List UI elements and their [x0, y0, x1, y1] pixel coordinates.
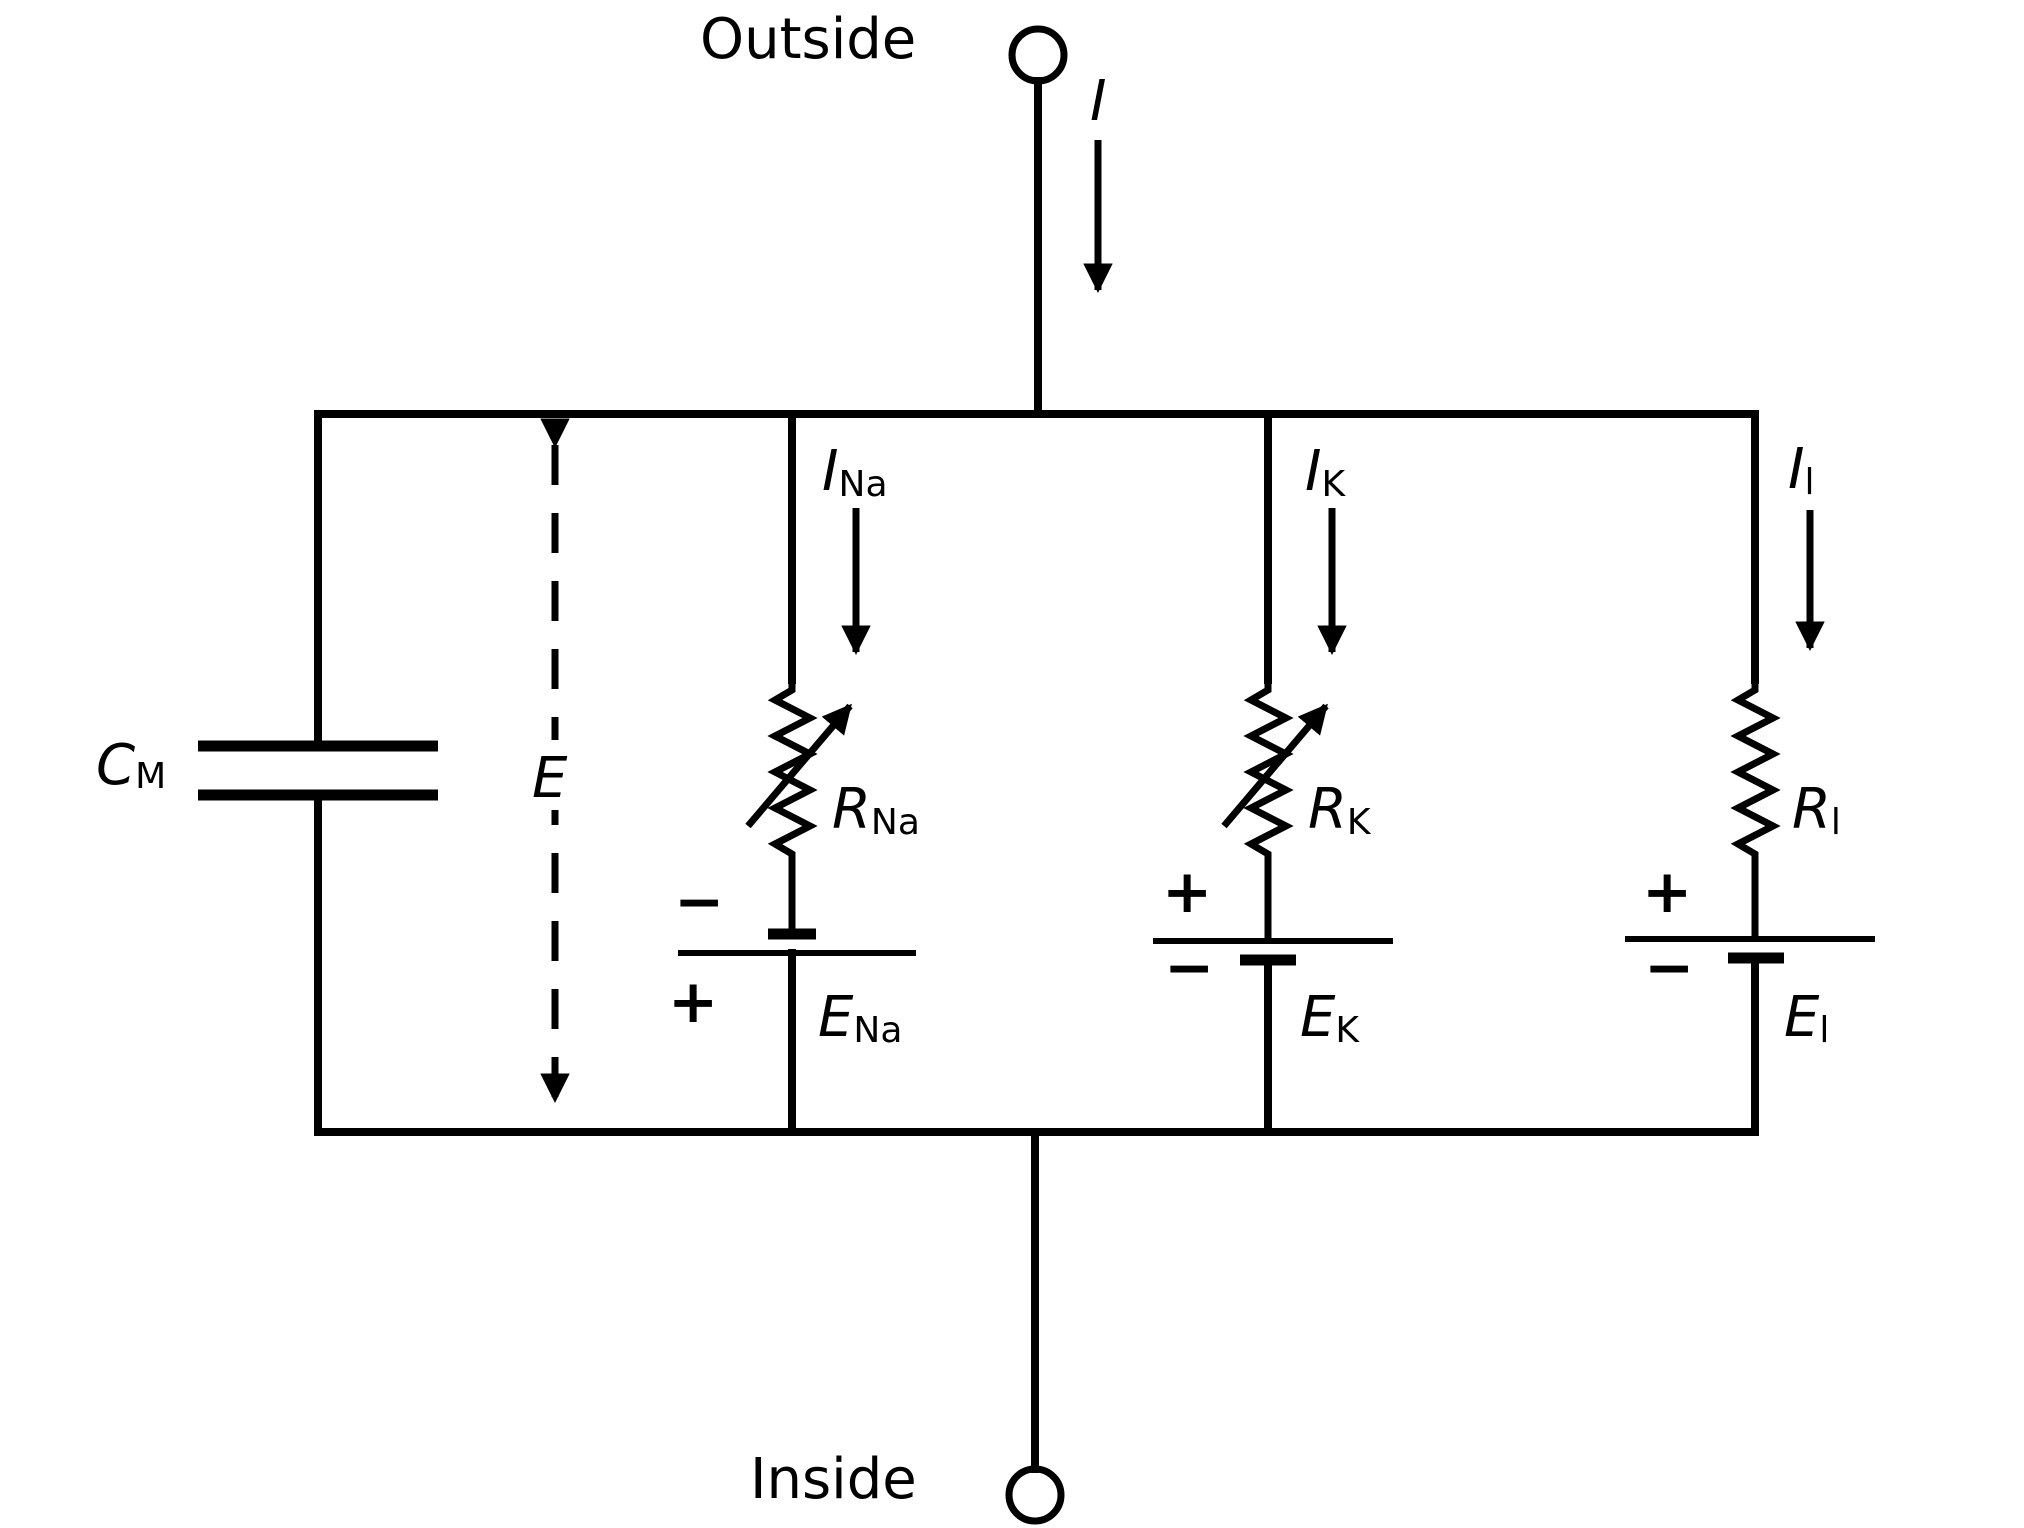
sodium-variable-arrow — [745, 703, 853, 829]
sodium-current-label: INa — [822, 439, 888, 505]
voltage-label-bg — [525, 740, 585, 810]
potassium-current-label: IK — [1305, 439, 1347, 505]
leakage-resistor-label: Rl — [1792, 777, 1841, 843]
leakage-branch — [1625, 410, 1875, 1136]
leakage-resistor — [1730, 680, 1781, 939]
leakage-plus-sign: + — [1642, 857, 1692, 927]
potassium-variable-arrow — [1221, 703, 1329, 829]
sodium-branch — [678, 410, 916, 1136]
potassium-resistor — [1243, 680, 1294, 943]
leakage-battery-label: El — [1784, 985, 1829, 1051]
potassium-plus-sign: + — [1162, 857, 1212, 927]
sodium-resistor — [767, 680, 818, 930]
total-current-label: I — [1090, 69, 1107, 134]
outside-label: Outside — [700, 7, 916, 72]
sodium-battery-label: ENa — [818, 985, 902, 1051]
sodium-minus-sign: − — [674, 867, 724, 937]
leakage-current-label: Il — [1788, 437, 1815, 503]
potassium-resistor-label: RK — [1308, 777, 1372, 843]
potassium-branch — [1153, 410, 1393, 1136]
potassium-battery-label: EK — [1300, 985, 1360, 1051]
capacitor-branch — [198, 410, 438, 1136]
membrane-voltage-label: E — [532, 746, 568, 811]
sodium-plus-sign: + — [668, 967, 718, 1037]
outside-terminal — [1008, 25, 1068, 85]
inside-label: Inside — [750, 1447, 917, 1512]
inside-terminal — [1005, 1465, 1065, 1525]
capacitor-label: CM — [96, 733, 166, 798]
sodium-resistor-label: RNa — [832, 777, 920, 843]
leakage-minus-sign: − — [1644, 933, 1694, 1003]
potassium-minus-sign: − — [1164, 933, 1214, 1003]
